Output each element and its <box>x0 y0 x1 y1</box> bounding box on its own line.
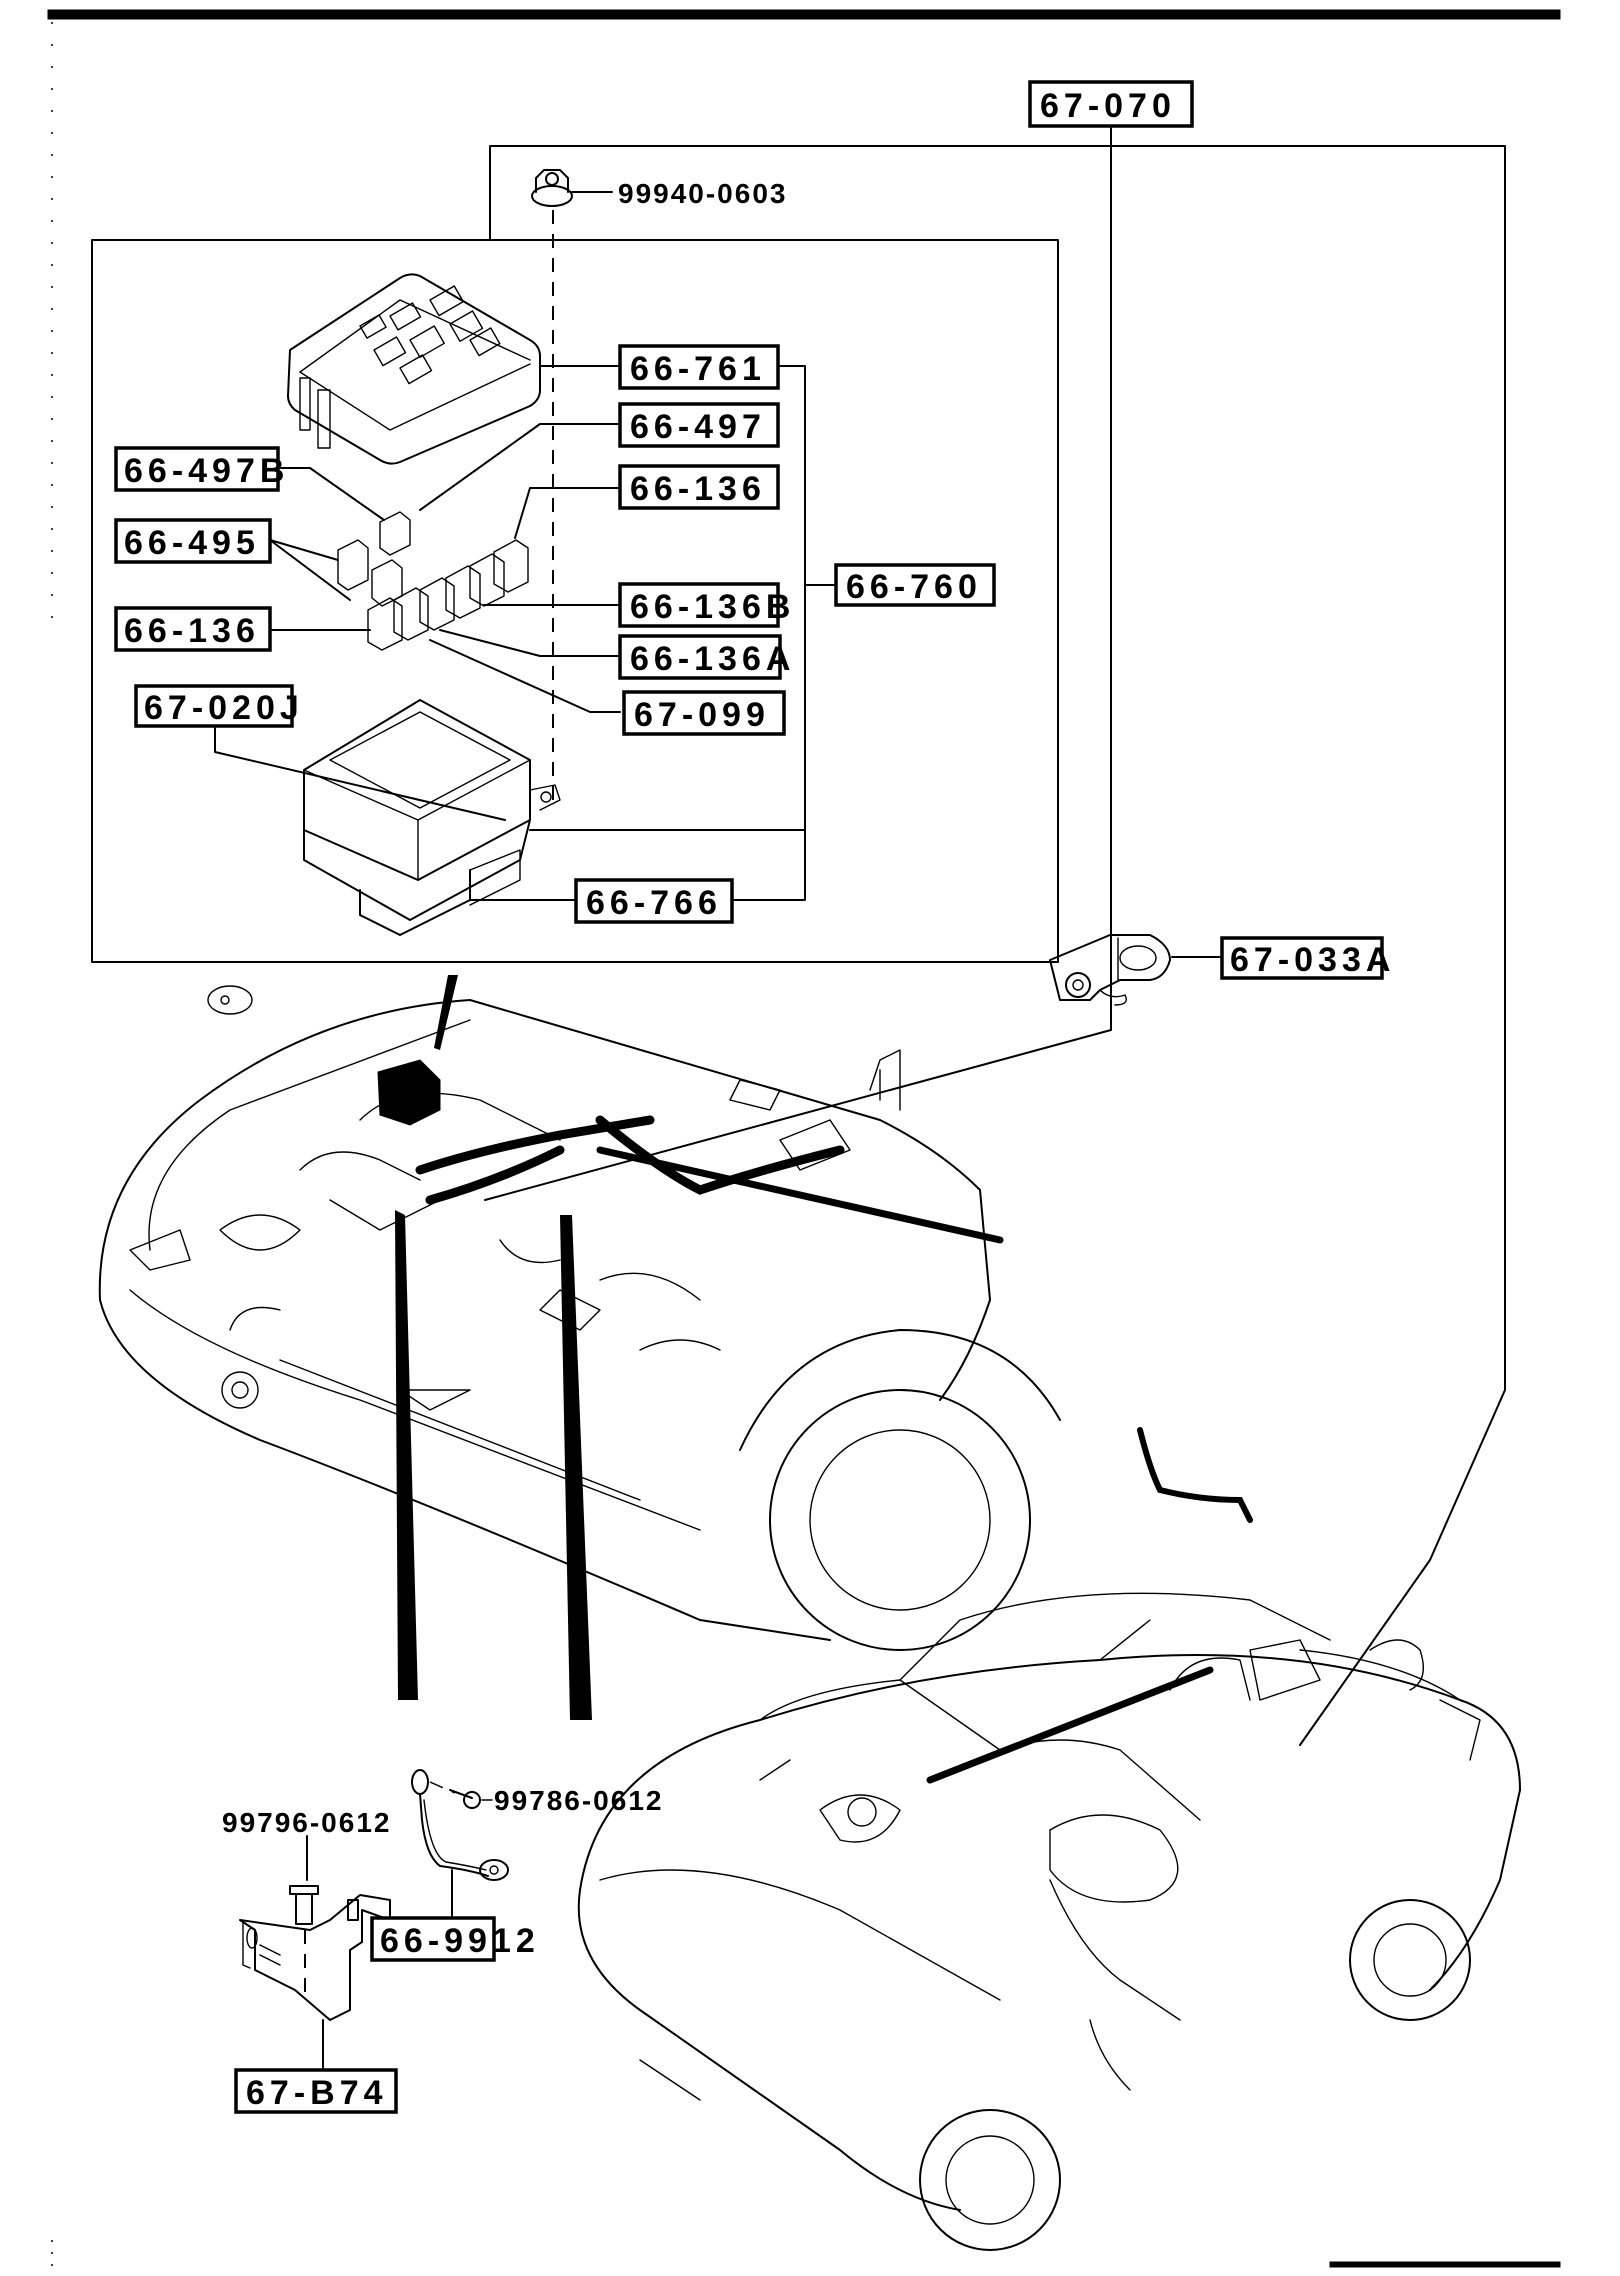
callout-66-9912[interactable]: 66-9912 <box>370 1916 540 1962</box>
callout-label: 66-760 <box>846 568 982 606</box>
pointer-to-ground-wire <box>560 1215 592 1720</box>
callout-label: 66-136B <box>630 588 795 626</box>
part-number: 99796-0612 <box>222 1807 391 1838</box>
fuse-block-installed-icon <box>377 1059 441 1126</box>
part-99786-0612[interactable]: 99786-0612 <box>494 1785 663 1816</box>
part-number: 99786-0612 <box>494 1785 663 1816</box>
callout-67-099[interactable]: 67-099 <box>622 690 786 736</box>
fuse-block-base-drawing <box>303 699 561 936</box>
callout-label: 66-136 <box>124 612 260 650</box>
ground-wire-66-9912-drawing <box>411 1769 509 1881</box>
nut-icon <box>531 169 573 207</box>
callout-label: 66-495 <box>124 524 260 562</box>
callout-66-497[interactable]: 66-497 <box>618 402 780 448</box>
callout-66-760[interactable]: 66-760 <box>834 563 996 607</box>
leader-67-070-body <box>1299 1389 1506 1746</box>
part-99796-0612[interactable]: 99796-0612 <box>222 1807 391 1838</box>
callout-label: 66-497B <box>124 452 289 490</box>
callout-label: 66-136 <box>630 470 766 508</box>
callout-label: 67-099 <box>634 696 770 734</box>
callout-66-766[interactable]: 66-766 <box>574 878 734 924</box>
callout-67-070[interactable]: 67-070 <box>1028 80 1194 128</box>
bolt-icon <box>295 1893 313 1925</box>
callout-label: 67-070 <box>1040 87 1176 125</box>
callout-66-136-left[interactable]: 66-136 <box>114 606 272 652</box>
fuse-block-panel <box>91 239 1059 963</box>
screw-icon <box>449 1789 473 1799</box>
callout-66-136B[interactable]: 66-136B <box>618 582 795 628</box>
part-number: 99940-0603 <box>618 178 787 209</box>
pointer-to-bracket <box>395 1210 418 1700</box>
fuses-drawing <box>337 511 529 651</box>
leader-67-070-engine <box>484 127 1112 1201</box>
fuse-block-leaders <box>269 365 837 901</box>
panel-pointer <box>434 975 458 1050</box>
callout-label: 66-9912 <box>380 1922 540 1960</box>
callout-66-136-upper[interactable]: 66-136 <box>618 464 780 510</box>
ground-bracket-drawing <box>1049 934 1171 1006</box>
callout-label: 67-020J <box>144 689 304 727</box>
harness-67-070-frame <box>484 127 1506 1746</box>
callout-66-495[interactable]: 66-495 <box>114 518 272 564</box>
callout-label: 66-136A <box>630 640 795 678</box>
callout-66-761[interactable]: 66-761 <box>618 344 780 390</box>
nut-99940-0603[interactable]: 99940-0603 <box>531 169 787 209</box>
leader-67-020J <box>214 727 506 821</box>
page-frame <box>47 9 1561 2270</box>
callout-label: 66-761 <box>630 350 766 388</box>
engine-harness-bold-lines <box>415 1115 1253 1784</box>
bottom-rule <box>1329 2261 1561 2268</box>
callout-label: 66-497 <box>630 408 766 446</box>
callout-label: 66-766 <box>586 884 722 922</box>
callout-67-020J[interactable]: 67-020J <box>134 684 304 728</box>
callout-66-497B[interactable]: 66-497B <box>114 446 289 492</box>
callout-label: 67-033A <box>1230 941 1395 979</box>
callout-67-033A[interactable]: 67-033A <box>1220 936 1395 980</box>
rear-car-body-drawing <box>577 1592 1521 2251</box>
callout-67-B74[interactable]: 67-B74 <box>234 2068 398 2114</box>
top-rule <box>47 9 1561 20</box>
callout-66-136A[interactable]: 66-136A <box>618 634 795 680</box>
bracket-67-B74-drawing <box>239 1885 391 2021</box>
fuse-block-cover-drawing <box>287 273 541 465</box>
callout-label: 67-B74 <box>246 2074 388 2112</box>
